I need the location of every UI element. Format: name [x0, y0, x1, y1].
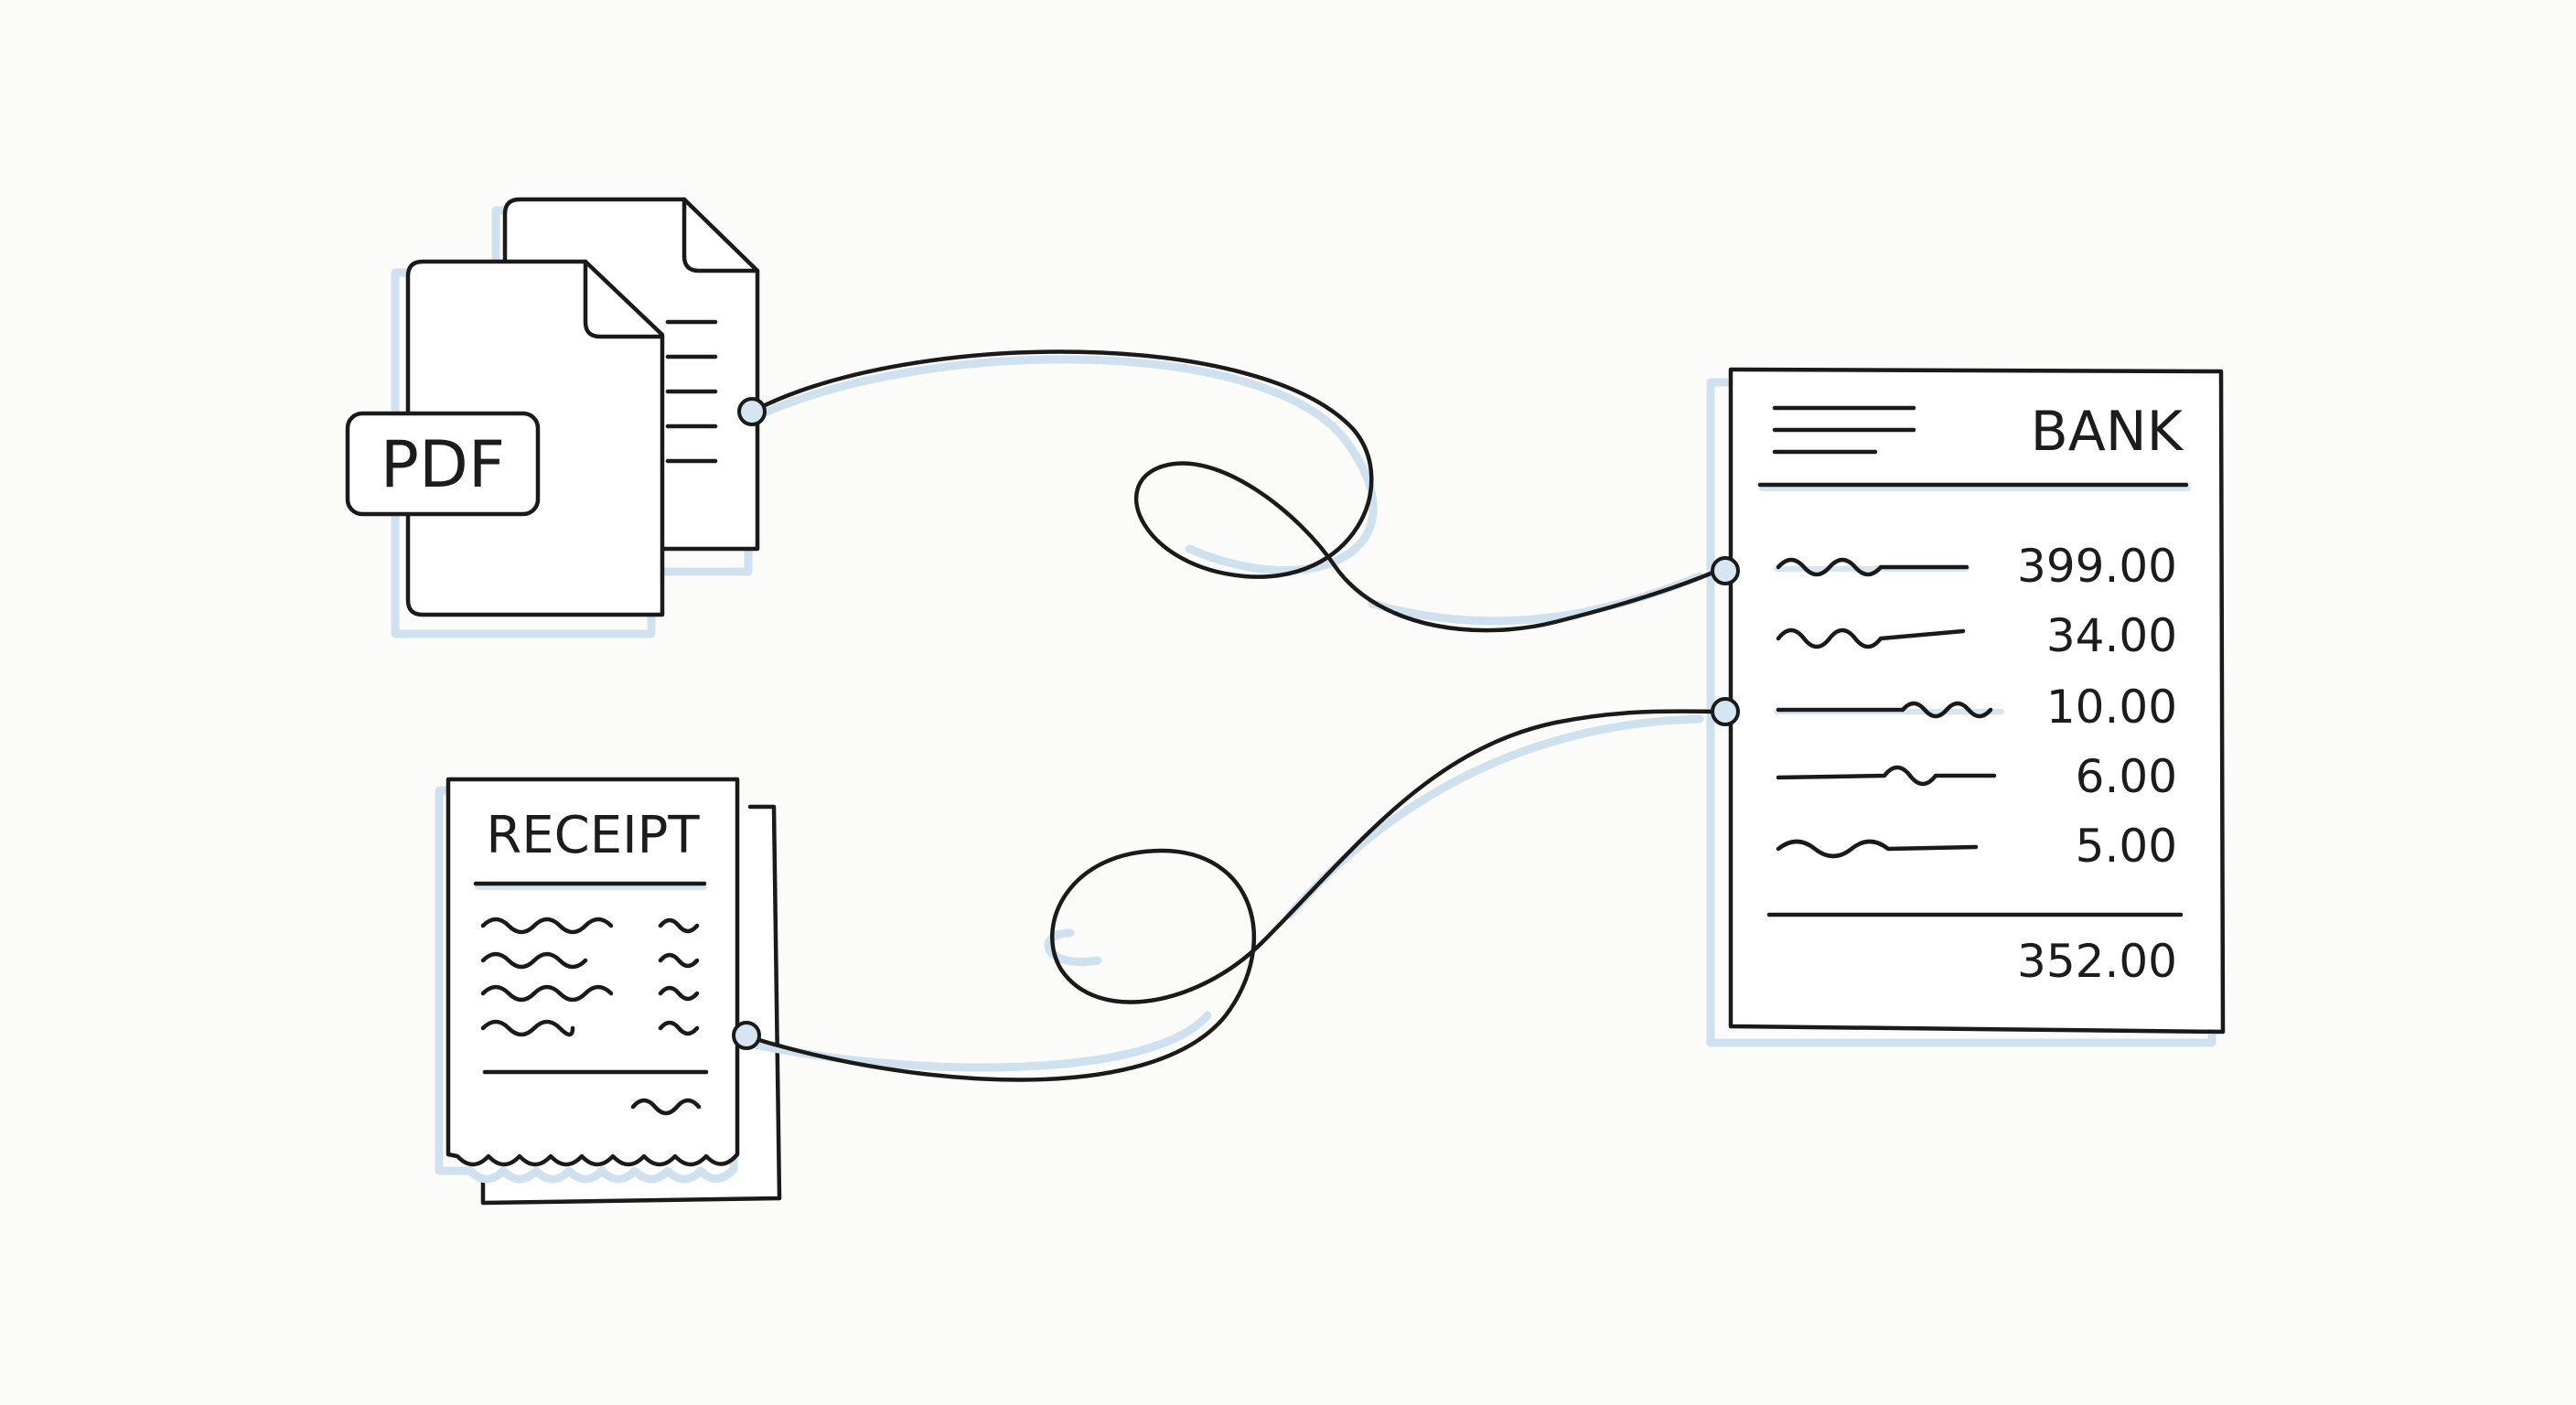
bank-row-description-squiggle	[1776, 839, 1979, 859]
pdf-label: PDF	[381, 427, 505, 502]
receipt-title: RECEIPT	[486, 806, 700, 865]
pdf-connection-node	[737, 397, 767, 426]
bank-total-amount: 352.00	[2017, 935, 2177, 988]
receipt-price-squiggles	[658, 917, 700, 1036]
receipt-connection-node	[732, 1021, 761, 1050]
bank-title: BANK	[2031, 400, 2184, 464]
bank-row-amount: 399.00	[2017, 540, 2177, 593]
bank-row-1-connection-node	[1711, 556, 1740, 585]
bank-transaction-row: 5.00	[1776, 820, 2177, 873]
bank-row-description-squiggle	[1776, 557, 1970, 577]
receipt-document: RECEIPT	[435, 777, 782, 1206]
pdf-label-badge	[345, 411, 541, 517]
pdf-connector-curve	[753, 349, 1724, 633]
receipt-item-squiggles	[480, 917, 614, 1037]
receipt-front-sheet	[445, 777, 740, 1167]
bank-row-amount: 34.00	[2046, 609, 2177, 662]
bank-transaction-row: 399.00	[1774, 540, 2177, 593]
bank-row-amount: 6.00	[2076, 750, 2177, 803]
receipt-connector-curve	[747, 709, 1724, 1082]
bank-row-description-squiggle	[1776, 701, 1993, 719]
bank-row-description-squiggle	[1776, 627, 1966, 649]
bank-header-lines	[1772, 405, 1916, 455]
bank-statement: BANK 399.00 34.00 10.00 6.00 5.00 352.00	[1706, 367, 2226, 1047]
pdf-to-bank-connector	[753, 349, 1724, 633]
bank-row-amount: 5.00	[2076, 820, 2177, 873]
pdf-document-stack: PDF	[345, 197, 760, 638]
bank-transaction-row: 6.00	[1776, 750, 2177, 803]
pdf-back-page-lines	[665, 319, 718, 464]
bank-row-description-squiggle	[1776, 765, 1997, 787]
bank-transaction-row: 10.00	[1774, 681, 2177, 734]
bank-row-3-connection-node	[1711, 697, 1740, 726]
receipt-to-bank-connector	[742, 709, 1724, 1082]
bank-statement-sheet	[1728, 367, 2226, 1035]
bank-row-amount: 10.00	[2046, 681, 2177, 734]
receipt-total-squiggle	[630, 1098, 702, 1116]
bank-transaction-row: 34.00	[1776, 609, 2177, 662]
